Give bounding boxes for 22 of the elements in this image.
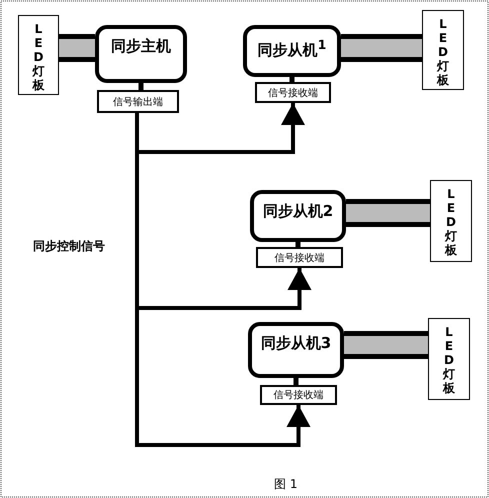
port-box: 信号输出端 bbox=[97, 90, 179, 113]
connector-line bbox=[290, 77, 294, 82]
cable-band bbox=[346, 199, 430, 227]
figure-caption: 图 1 bbox=[274, 476, 298, 493]
led-board: LED灯板 bbox=[430, 180, 472, 262]
port-box: 信号接收端 bbox=[255, 82, 331, 103]
cable-band bbox=[344, 331, 428, 359]
signal-label: 同步控制信号 bbox=[33, 238, 105, 255]
led-board: LED灯板 bbox=[422, 10, 464, 90]
led-board: LED灯板 bbox=[428, 318, 470, 400]
connector-line bbox=[138, 83, 144, 90]
controller-box: 同步从机$^{1}$ bbox=[243, 25, 341, 77]
cable-band bbox=[341, 34, 422, 62]
controller-box: 同步从机3 bbox=[248, 322, 344, 378]
connector-line bbox=[294, 378, 298, 385]
controller-box: 同步从机2 bbox=[250, 190, 346, 242]
port-box: 信号接收端 bbox=[260, 385, 337, 405]
led-board: LED灯板 bbox=[18, 15, 59, 95]
connector-line bbox=[296, 242, 300, 247]
port-box: 信号接收端 bbox=[256, 247, 343, 268]
controller-box: 同步主机 bbox=[95, 25, 187, 83]
cable-band bbox=[59, 34, 95, 62]
